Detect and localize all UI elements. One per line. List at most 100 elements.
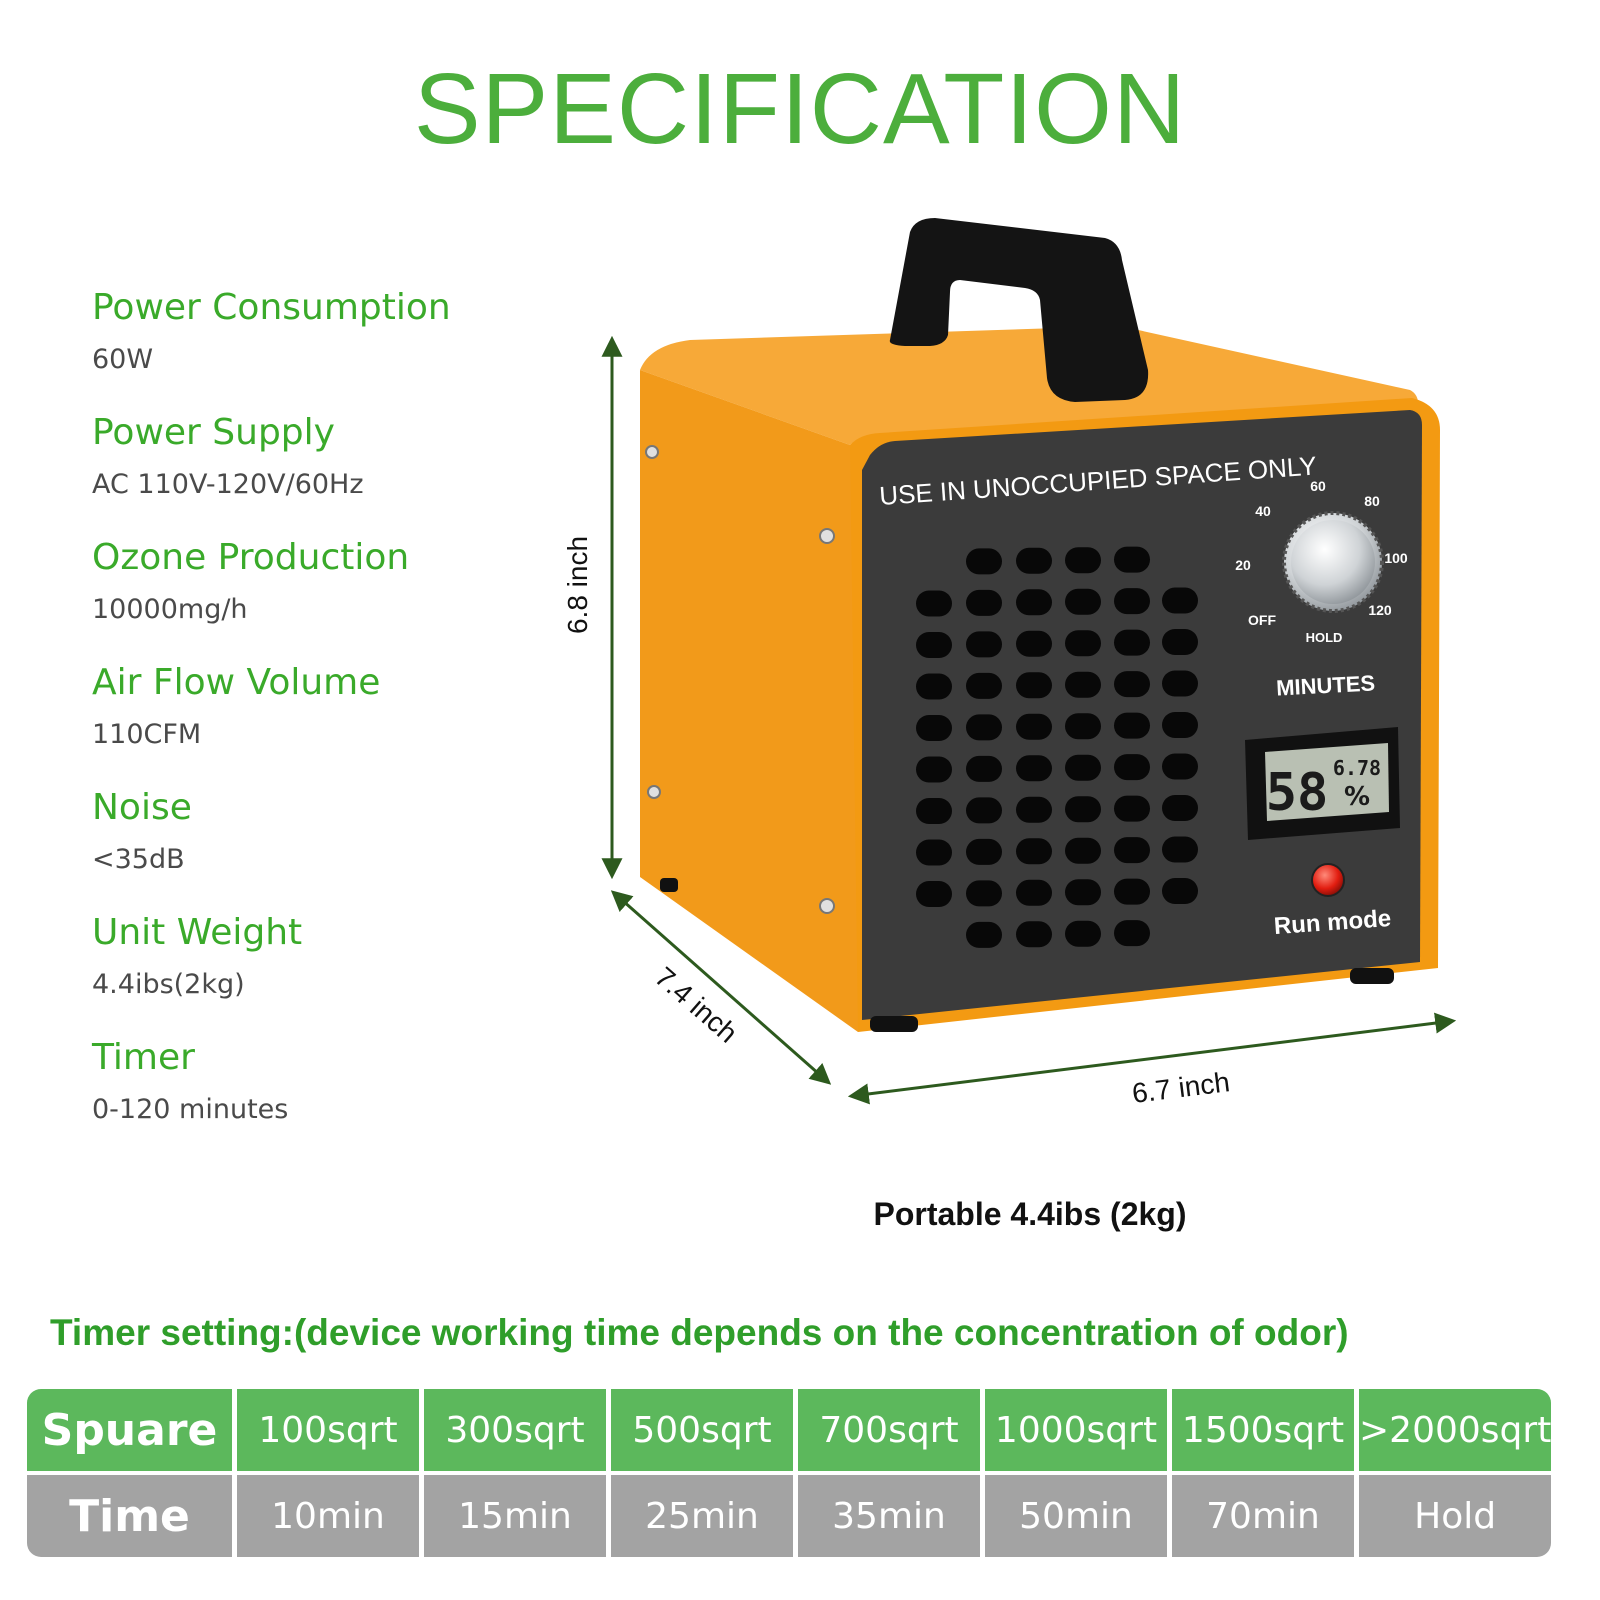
vent-hole <box>1065 754 1101 781</box>
dial-tick-60: 60 <box>1310 478 1326 494</box>
square-cell: 1500sqrt <box>1172 1389 1354 1471</box>
vent-hole <box>1114 754 1150 781</box>
page-title: SPECIFICATION <box>413 53 1187 165</box>
device-foot <box>870 1016 918 1032</box>
portable-caption: Portable 4.4ibs (2kg) <box>873 1196 1187 1232</box>
vent-hole <box>1016 879 1052 906</box>
row-header-time: Time <box>27 1475 232 1557</box>
spec-item: Ozone Production 10000mg/h <box>92 535 552 660</box>
vent-hole <box>1162 587 1198 614</box>
spec-label: Timer <box>92 1037 195 1078</box>
vent-hole <box>1065 547 1101 574</box>
spec-value: <35dB <box>92 844 185 875</box>
vent-hole <box>966 631 1002 658</box>
square-cell: 700sqrt <box>798 1389 980 1471</box>
screw-icon <box>645 445 659 459</box>
spec-value: 110CFM <box>92 719 202 750</box>
vent-hole <box>966 672 1002 699</box>
spec-item: Unit Weight 4.4ibs(2kg) <box>92 910 552 1035</box>
spec-list: Power Consumption 60W Power Supply AC 11… <box>92 285 552 1160</box>
vent-hole <box>1114 546 1150 573</box>
vent-hole <box>1016 921 1052 948</box>
vent-hole <box>1016 713 1052 740</box>
spec-label: Power Consumption <box>92 287 451 328</box>
timer-dial[interactable]: OFF 20 40 60 80 100 120 HOLD <box>1235 478 1408 645</box>
vent-hole <box>916 715 952 741</box>
spec-value: 60W <box>92 344 154 375</box>
ozone-generator-illustration: 6.8 inch 7.4 inch 6.7 inch USE IN UNOCCU… <box>562 218 1457 1109</box>
vent-hole <box>966 921 1002 948</box>
vent-hole <box>966 548 1002 575</box>
vent-hole <box>1162 795 1198 821</box>
time-cell: 10min <box>237 1475 419 1557</box>
spec-item: Air Flow Volume 110CFM <box>92 660 552 785</box>
minutes-label: MINUTES <box>1276 670 1376 700</box>
square-cell: 300sqrt <box>424 1389 606 1471</box>
table-row-time: Time 10min 15min 25min 35min 50min 70min… <box>27 1475 1552 1557</box>
vent-hole <box>1114 795 1150 822</box>
time-cell: 50min <box>985 1475 1167 1557</box>
vent-hole <box>1065 713 1101 740</box>
vent-hole <box>1065 920 1101 947</box>
vent-hole <box>916 632 952 658</box>
spec-value: AC 110V-120V/60Hz <box>92 469 364 500</box>
square-cell: 100sqrt <box>237 1389 419 1471</box>
vent-hole <box>1162 629 1198 655</box>
depth-dimension-arrow <box>610 890 832 1085</box>
spec-item: Power Consumption 60W <box>92 285 552 410</box>
spec-value: 0-120 minutes <box>92 1094 289 1125</box>
vent-hole <box>1114 878 1150 905</box>
vent-hole <box>916 798 952 824</box>
vent-hole <box>1065 630 1101 657</box>
screw-icon <box>819 528 835 544</box>
device-side-face <box>640 370 858 1032</box>
square-cell: 500sqrt <box>611 1389 793 1471</box>
vent-grille <box>916 546 1198 948</box>
vent-hole <box>966 838 1002 865</box>
screw-icon <box>647 785 661 799</box>
dial-tick-80: 80 <box>1364 493 1380 509</box>
display-humidity-value: 58 <box>1266 763 1329 823</box>
vent-hole <box>1114 629 1150 656</box>
vent-hole <box>1016 796 1052 823</box>
vent-hole <box>1065 588 1101 615</box>
spec-label: Unit Weight <box>92 912 303 953</box>
vent-hole <box>966 755 1002 782</box>
vent-hole <box>966 880 1002 907</box>
vent-hole <box>1162 712 1198 738</box>
display-percent-sign: % <box>1344 782 1370 812</box>
vent-hole <box>1162 878 1198 904</box>
spec-item: Timer 0-120 minutes <box>92 1035 552 1160</box>
vent-hole <box>916 756 952 783</box>
timer-setting-table: Spuare 100sqrt 300sqrt 500sqrt 700sqrt 1… <box>22 1385 1556 1561</box>
vent-hole <box>1065 671 1101 698</box>
spec-label: Air Flow Volume <box>92 662 381 703</box>
vent-hole <box>1065 879 1101 906</box>
time-cell: Hold <box>1359 1475 1552 1557</box>
spec-value: 10000mg/h <box>92 594 248 625</box>
vent-hole <box>1114 588 1150 615</box>
device-foot <box>660 878 678 892</box>
vent-hole <box>916 673 952 700</box>
vent-hole <box>916 881 952 907</box>
vent-hole <box>1162 753 1198 780</box>
vent-hole <box>1162 836 1198 863</box>
time-cell: 70min <box>1172 1475 1354 1557</box>
vent-hole <box>1114 671 1150 698</box>
vent-hole <box>1016 547 1052 574</box>
vent-hole <box>1065 837 1101 864</box>
table-row-square: Spuare 100sqrt 300sqrt 500sqrt 700sqrt 1… <box>27 1389 1552 1471</box>
dial-tick-20: 20 <box>1235 557 1251 573</box>
vent-hole <box>1016 838 1052 865</box>
spec-item: Power Supply AC 110V-120V/60Hz <box>92 410 552 535</box>
display-small-value: 6.78 <box>1333 756 1381 780</box>
width-dimension-label: 6.7 inch <box>1130 1066 1231 1109</box>
width-dimension-arrow <box>847 1012 1457 1105</box>
spec-value: 4.4ibs(2kg) <box>92 969 245 1000</box>
carry-handle <box>889 218 1149 402</box>
vent-hole <box>1016 630 1052 657</box>
vent-hole <box>1016 589 1052 616</box>
vent-hole <box>1162 670 1198 697</box>
height-dimension-label: 6.8 inch <box>562 536 593 634</box>
time-cell: 25min <box>611 1475 793 1557</box>
